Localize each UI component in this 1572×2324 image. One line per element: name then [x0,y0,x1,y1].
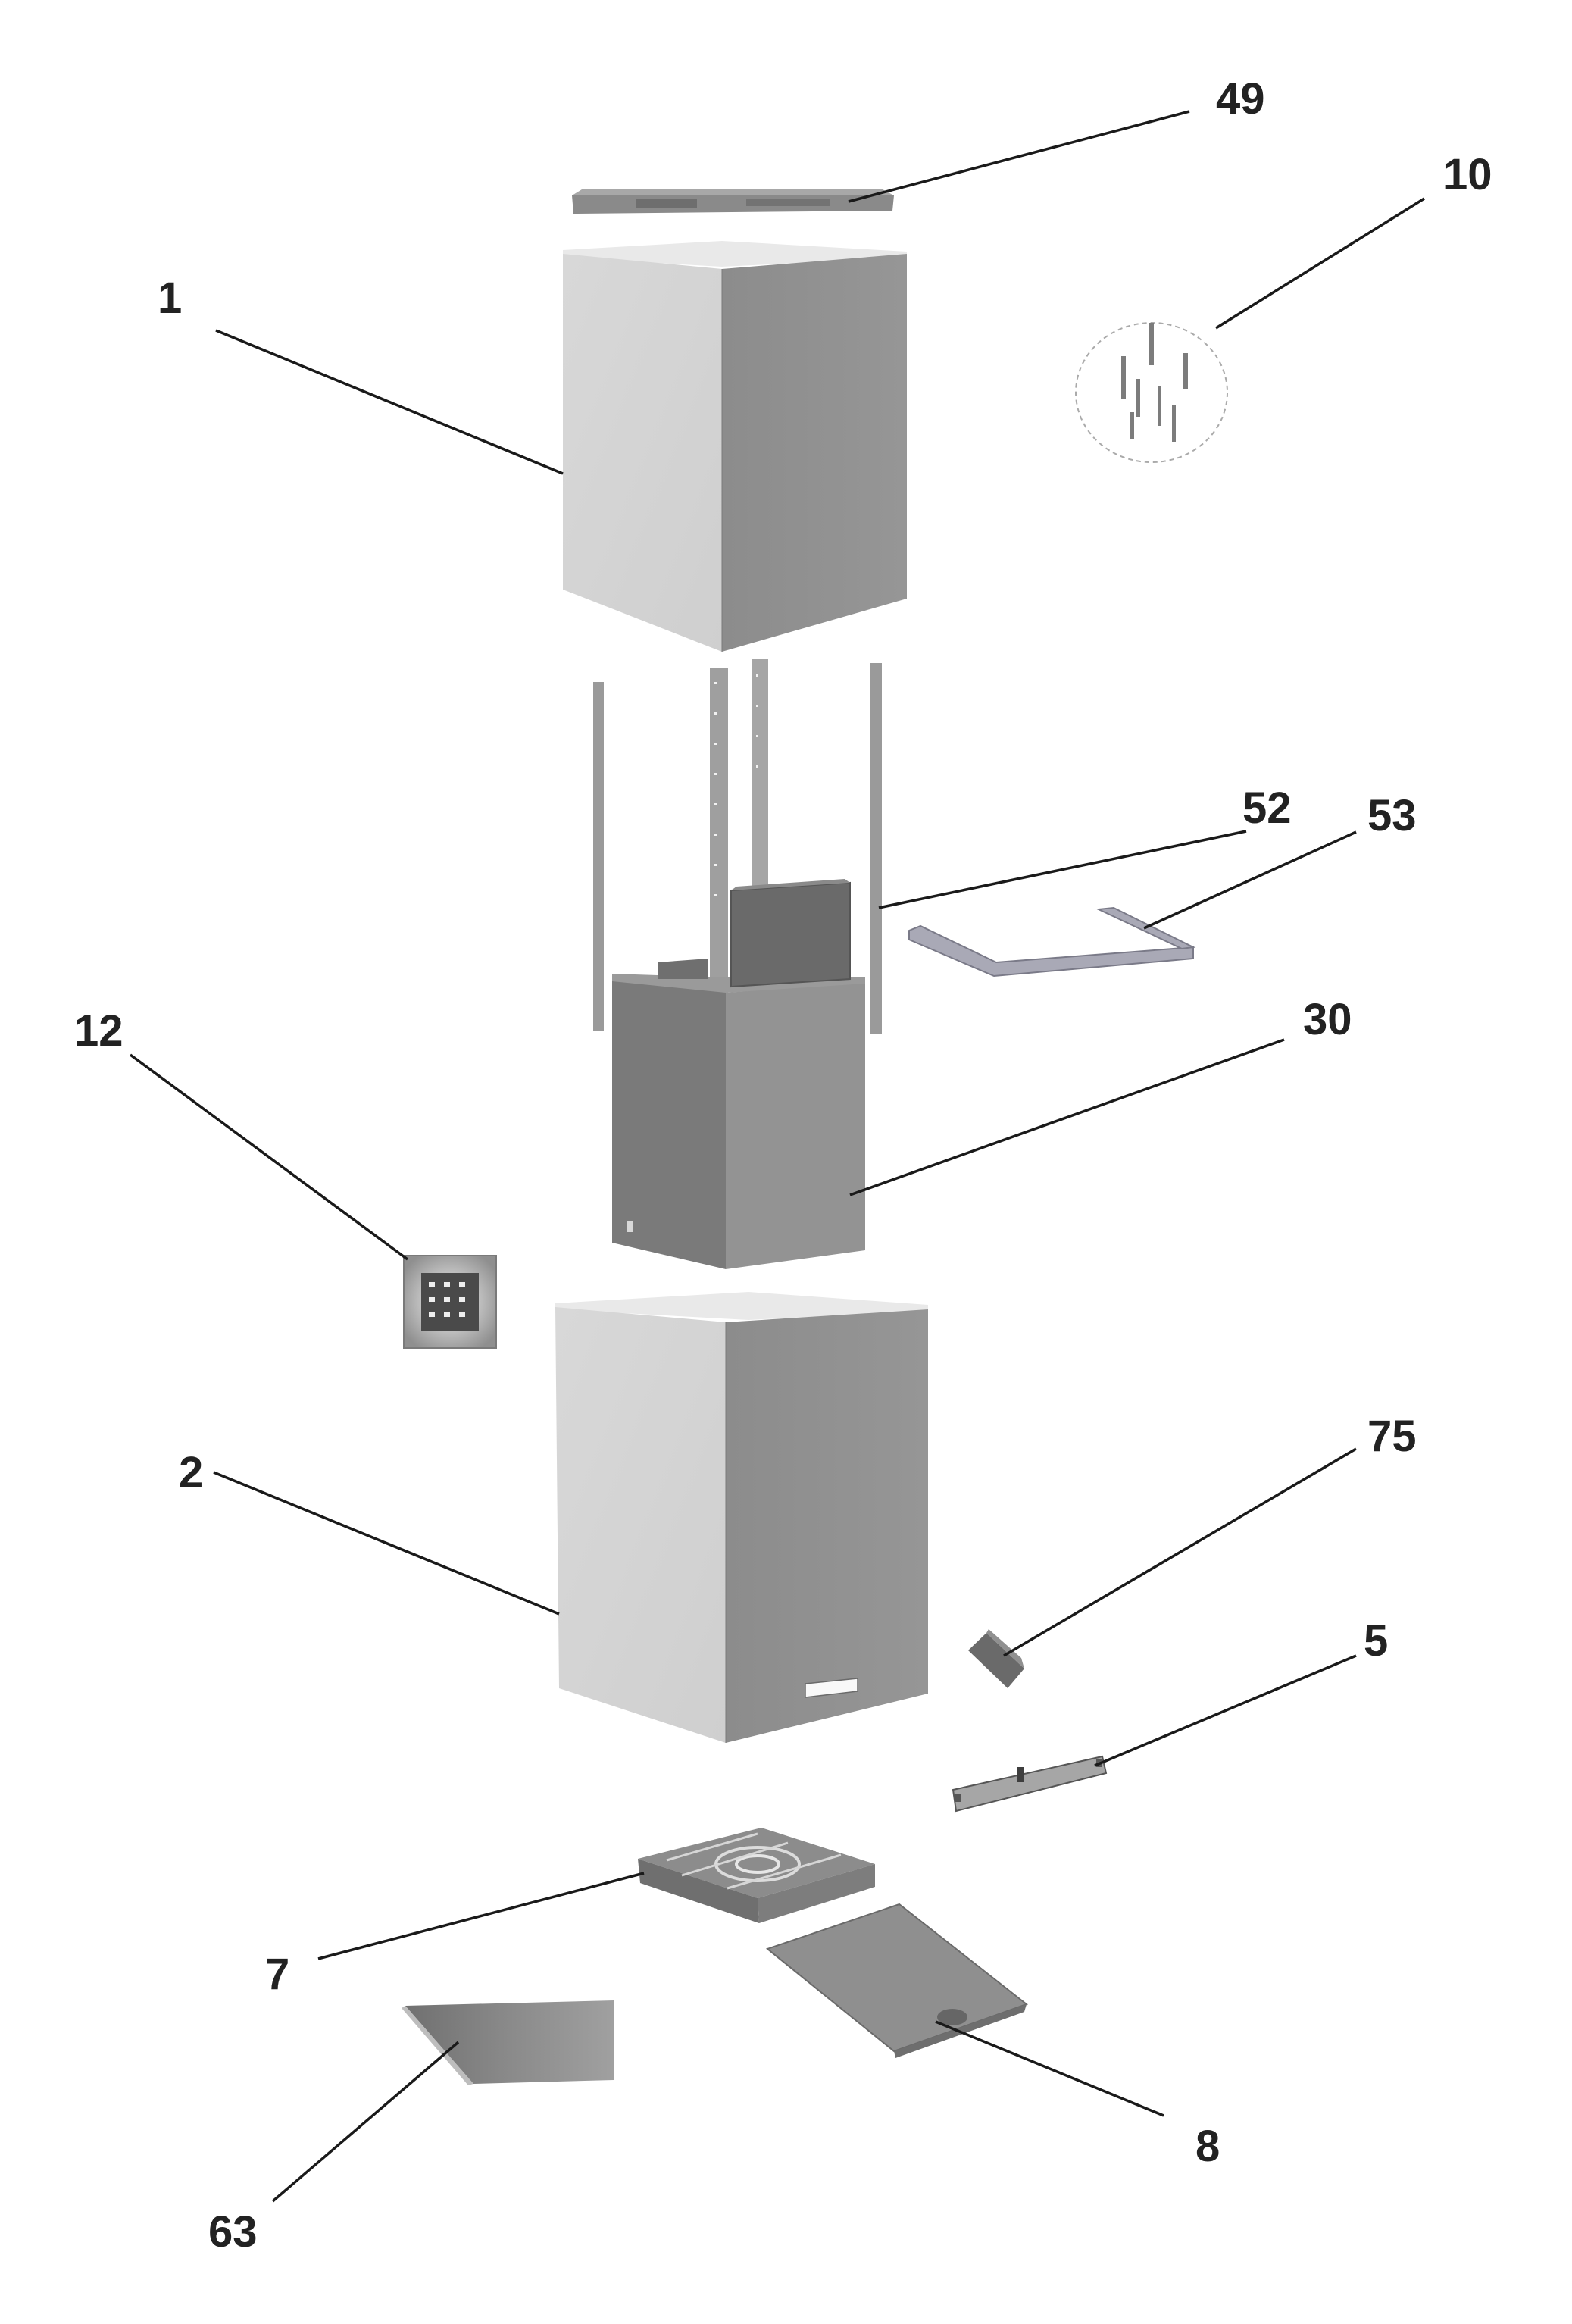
leader-30 [849,1038,1285,1196]
leader-49 [848,110,1190,203]
leader-2 [213,1471,560,1616]
callout-63: 63 [208,2207,258,2257]
leader-52 [878,830,1247,909]
leader-8 [935,2020,1164,2117]
callout-labels: 49 10 1 52 53 12 30 2 75 5 7 8 63 [74,74,1492,2257]
callout-30: 30 [1303,995,1352,1044]
part-49-top-plate [572,189,894,214]
part-2-lower-body [555,1292,928,1743]
callout-8: 8 [1195,2122,1220,2171]
callout-49: 49 [1216,74,1265,124]
part-8-filter-panel [765,1903,1029,2058]
callout-10: 10 [1443,150,1492,199]
leader-lines [129,110,1425,2203]
part-53-bracket [908,906,1196,977]
leader-7 [317,1872,645,1960]
part-63-front-panel [402,2000,614,2085]
part-10-screws-bag [1075,322,1228,463]
part-12-control-switch [403,1255,497,1349]
leader-1 [215,329,564,475]
leader-75 [1003,1447,1357,1657]
part-30-motor-housing [612,879,865,1269]
callout-12: 12 [74,1006,123,1056]
callout-1: 1 [158,274,182,323]
leader-53 [1143,830,1357,930]
part-7-grease-filter [638,1828,875,1923]
part-1-upper-chimney [563,241,907,652]
callout-52: 52 [1242,784,1292,833]
leader-63 [271,2041,460,2203]
leader-5 [1094,1654,1357,1767]
callout-2: 2 [179,1448,203,1497]
callout-53: 53 [1367,791,1417,840]
callout-75: 75 [1367,1412,1417,1461]
part-75-component [968,1629,1024,1688]
callout-5: 5 [1364,1616,1388,1666]
callout-7: 7 [265,1950,289,1999]
leader-10 [1215,197,1425,330]
leader-12 [129,1053,409,1261]
part-5-light-strip [952,1755,1108,1813]
